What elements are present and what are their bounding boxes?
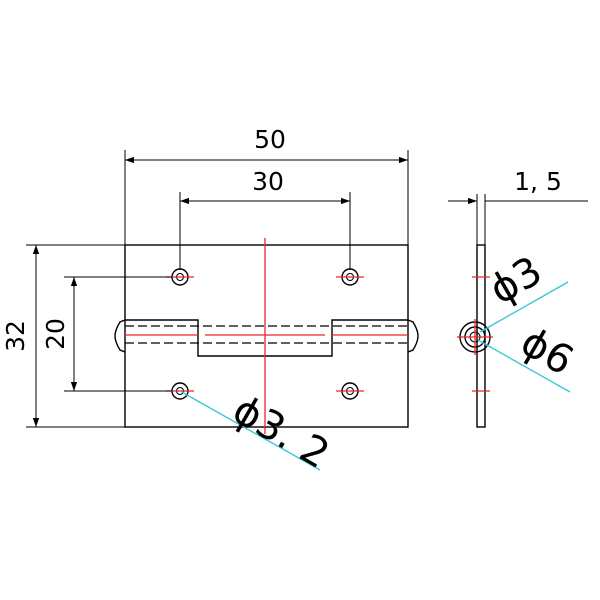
front-view: 50 30 32 20 ϕ3. 2 bbox=[1, 125, 419, 478]
screw-hole-bottom-right bbox=[336, 382, 364, 400]
knuckle-left-end bbox=[114, 319, 126, 353]
hinge-plate-outline bbox=[124, 244, 409, 428]
overall-height-label: 32 bbox=[1, 320, 30, 352]
dimension-overall-width: 50 bbox=[124, 125, 409, 245]
side-view: 1, 5 ϕ3 ϕ6 bbox=[448, 167, 588, 428]
leader-hole-diameter: ϕ3. 2 bbox=[179, 387, 337, 478]
dimension-thickness: 1, 5 bbox=[448, 167, 588, 245]
dimension-hole-spacing-horizontal: 30 bbox=[179, 167, 351, 270]
knuckle-right-end bbox=[407, 319, 419, 353]
hole-spacing-horizontal-label: 30 bbox=[252, 167, 284, 196]
leader-knuckle-diameter: ϕ6 bbox=[477, 319, 581, 393]
knuckle-diameter-label: ϕ6 bbox=[513, 319, 581, 385]
dimension-overall-height: 32 bbox=[1, 244, 125, 428]
hole-spacing-vertical-label: 20 bbox=[41, 318, 70, 350]
overall-width-label: 50 bbox=[254, 125, 286, 154]
leader-pin-diameter: ϕ3 bbox=[479, 248, 569, 333]
dimension-hole-spacing-vertical: 20 bbox=[41, 276, 172, 392]
hole-diameter-label: ϕ3. 2 bbox=[225, 387, 337, 478]
screw-hole-top-right bbox=[336, 268, 364, 286]
thickness-label: 1, 5 bbox=[514, 167, 562, 196]
pin-diameter-label: ϕ3 bbox=[482, 248, 550, 314]
